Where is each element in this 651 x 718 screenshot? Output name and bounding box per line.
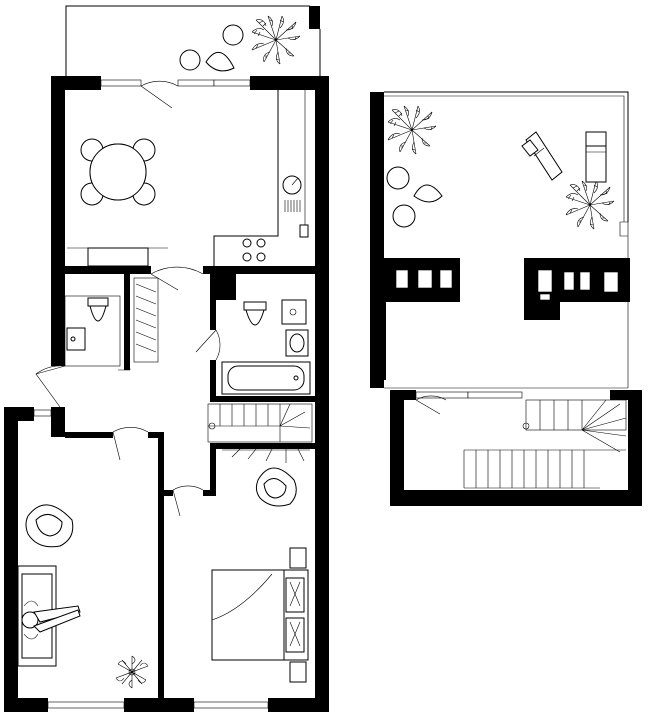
palm-plant-icon (115, 655, 149, 689)
bathtub-icon (221, 361, 311, 395)
sun-lounger-icon (521, 131, 607, 183)
bed-icon (211, 547, 309, 683)
sink-icon (66, 327, 86, 351)
bathroom-1 (64, 277, 159, 367)
person-icon (21, 600, 81, 640)
door-swing-icon (35, 80, 221, 517)
armchair-icon (25, 504, 74, 548)
bathroom-2 (221, 299, 311, 395)
palm-plant-icon (387, 105, 615, 230)
windows (33, 79, 269, 709)
storage-shelf (133, 277, 159, 363)
roof-terrace (370, 91, 630, 389)
dining-area (67, 138, 168, 267)
kitchen-counter (213, 90, 309, 266)
armchair-icon (255, 467, 297, 507)
living-room (17, 504, 149, 689)
dining-table-icon (80, 138, 156, 206)
stove-icon (242, 238, 266, 262)
toilet-icon (243, 301, 267, 326)
staircase-icon (463, 399, 627, 489)
staircase-icon (207, 403, 313, 463)
chair-icon (386, 166, 443, 228)
palm-plant-icon (251, 15, 301, 65)
exterior-walls (4, 76, 329, 712)
toilet-icon (87, 297, 109, 322)
lower-terrace (65, 5, 321, 78)
bedroom (211, 467, 309, 683)
chair-icon (179, 24, 244, 72)
interior-walls (51, 266, 315, 712)
sink-icon (285, 329, 309, 357)
sink-icon (282, 175, 302, 212)
staircase-landing (390, 390, 642, 506)
